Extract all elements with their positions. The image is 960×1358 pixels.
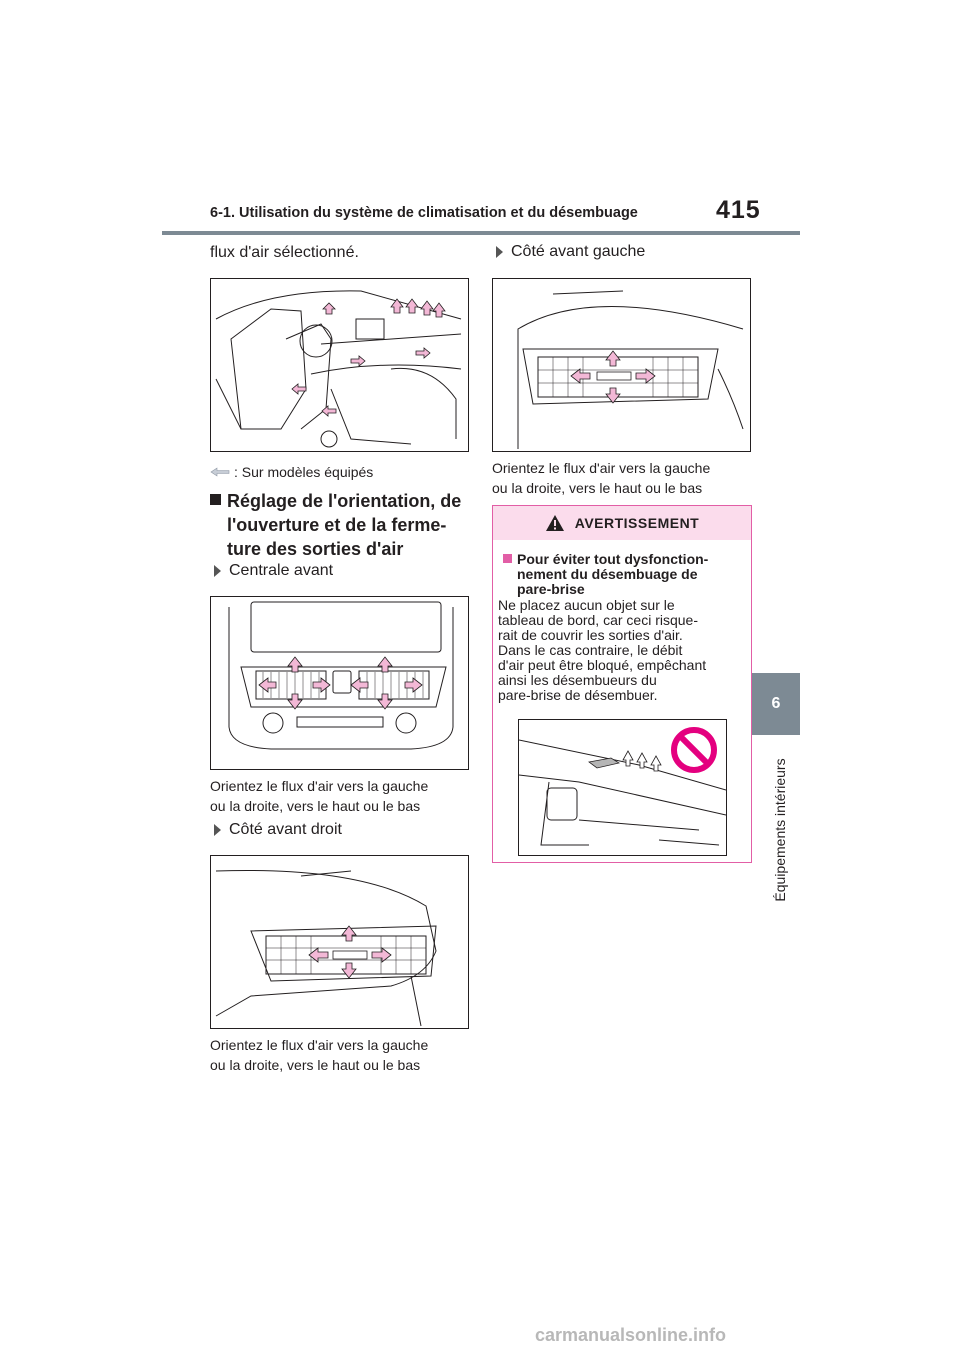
right-vent-illustration	[215, 869, 437, 1027]
dashboard-obstruction-figure	[518, 719, 727, 856]
left-vent-figure	[492, 278, 751, 452]
subsection-front-center: Centrale avant	[214, 562, 333, 580]
dashboard-illustration	[519, 727, 726, 846]
subsection-front-right: Côté avant droit	[214, 821, 342, 839]
right-vent-figure	[210, 855, 469, 1029]
section-heading: Réglage de l'orientation, de l'ouverture…	[210, 489, 470, 561]
warning-title: Pour éviter tout dysfonction- nement du …	[503, 552, 743, 597]
page-number: 415	[716, 196, 761, 224]
warning-bullet-icon	[503, 554, 512, 563]
legend-text: : Sur modèles équipés	[234, 464, 374, 480]
triangle-bullet-icon	[496, 246, 503, 258]
front-right-caption: Orientez le flux d'air vers la gauche ou…	[210, 1037, 429, 1073]
cabin-airflow-figure	[210, 278, 469, 452]
front-center-caption: Orientez le flux d'air vers la gauche ou…	[210, 778, 429, 814]
cabin-illustration	[215, 290, 462, 448]
warning-header: AVERTISSEMENT	[493, 506, 751, 540]
triangle-bullet-icon	[214, 824, 221, 836]
intro-text: flux d'air sélectionné.	[210, 244, 359, 261]
arrow-legend-icon	[210, 467, 230, 477]
center-vents-illustration	[228, 601, 454, 750]
heading-bullet-icon	[210, 494, 221, 505]
chapter-tab-label: Équipements intérieurs	[772, 758, 788, 902]
front-left-caption: Orientez le flux d'air vers la gauche ou…	[492, 460, 711, 496]
watermark: carmanualsonline.info	[535, 1325, 727, 1345]
header-rule	[162, 231, 800, 235]
left-vent-illustration	[517, 290, 744, 449]
warning-body: Ne placez aucun objet sur le tableau de …	[498, 597, 707, 703]
triangle-bullet-icon	[214, 565, 221, 577]
chapter-tab[interactable]: 6	[752, 673, 800, 735]
subsection-front-left: Côté avant gauche	[496, 243, 645, 261]
warning-triangle-icon	[545, 515, 564, 531]
center-vents-figure	[210, 596, 469, 770]
warning-box: AVERTISSEMENT Pour éviter tout dysfoncti…	[492, 505, 752, 863]
prohibited-icon	[671, 727, 717, 773]
chapter-title: 6-1. Utilisation du système de climatisa…	[210, 205, 638, 221]
